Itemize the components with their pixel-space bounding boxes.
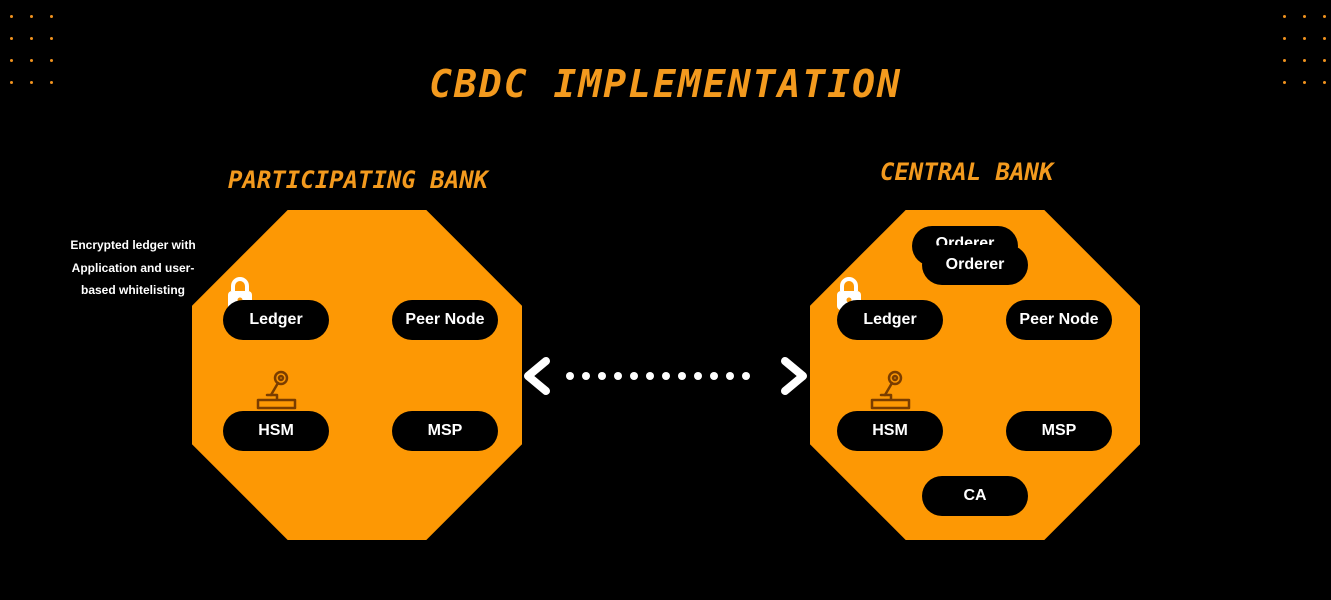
participating-ledger-node: Ledger	[223, 300, 329, 340]
central-msp-node: MSP	[1006, 411, 1112, 451]
participating-hsm-node: HSM	[223, 411, 329, 451]
central-ca-node: CA	[922, 476, 1028, 516]
central-bank-label: CENTRAL BANK	[880, 158, 1054, 186]
connection-dotted-line	[566, 372, 750, 380]
participating-peer-node: Peer Node	[392, 300, 498, 340]
decorative-dot-grid-right	[1283, 15, 1329, 87]
chevron-right-icon	[781, 357, 807, 395]
decorative-dot-grid-left	[10, 15, 56, 87]
participating-msp-node: MSP	[392, 411, 498, 451]
participating-bank-octagon	[192, 210, 522, 540]
participating-bank-label: PARTICIPATING BANK	[228, 166, 489, 194]
central-hsm-node: HSM	[837, 411, 943, 451]
central-ledger-node: Ledger	[837, 300, 943, 340]
central-peer-node: Peer Node	[1006, 300, 1112, 340]
chevron-left-icon	[524, 357, 550, 395]
central-orderer-node: Orderer	[922, 245, 1028, 285]
ledger-annotation: Encrypted ledger with Application and us…	[70, 238, 196, 297]
page-title: CBDC IMPLEMENTATION	[429, 62, 902, 106]
key-icon	[870, 370, 911, 410]
key-icon	[256, 370, 297, 410]
